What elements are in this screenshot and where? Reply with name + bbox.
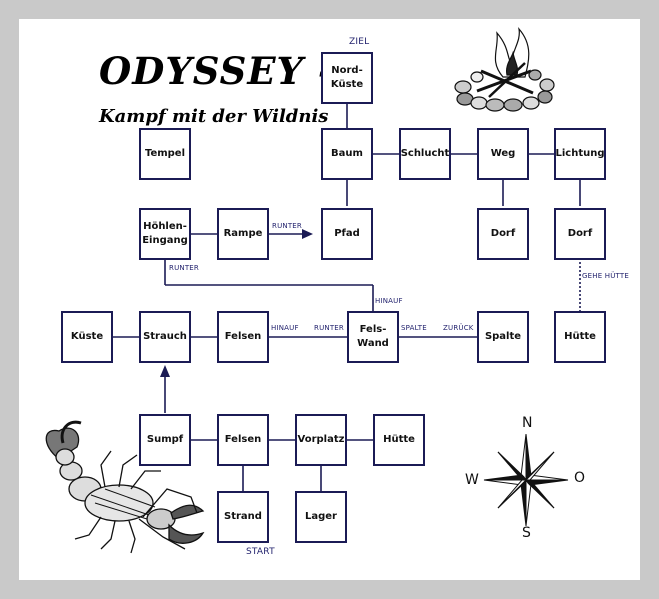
room-label: Hütte <box>383 434 415 445</box>
map-title: ODYSSEY - <box>99 49 335 93</box>
room-label: Pfad <box>334 228 360 239</box>
room-pfad[interactable]: Pfad <box>321 208 373 260</box>
map-sheet: ODYSSEY - Kampf mit der Wildnis Nord-Küs… <box>19 19 640 580</box>
room-label: Lichtung <box>555 148 605 159</box>
edge-label-hinauf-wand: HINAUF <box>375 297 403 305</box>
room-huette-low[interactable]: Hütte <box>373 414 425 466</box>
room-dorf-1[interactable]: Dorf <box>477 208 529 260</box>
room-label: Lager <box>305 511 337 522</box>
room-label: Dorf <box>490 228 516 239</box>
room-baum[interactable]: Baum <box>321 128 373 180</box>
room-felsen-low[interactable]: Felsen <box>217 414 269 466</box>
compass-west-label: W <box>465 472 479 488</box>
room-label: Fels-Wand <box>357 324 389 349</box>
room-label: Strauch <box>143 331 187 342</box>
compass-south-label: S <box>522 525 531 541</box>
room-sumpf[interactable]: Sumpf <box>139 414 191 466</box>
arrow-rampe-pfad <box>302 229 313 239</box>
room-label: Strand <box>224 511 262 522</box>
start-label: START <box>246 547 275 557</box>
room-lager[interactable]: Lager <box>295 491 347 543</box>
compass-east-label: O <box>574 470 586 486</box>
room-label: Vorplatz <box>297 434 345 445</box>
room-lichtung[interactable]: Lichtung <box>554 128 606 180</box>
room-label: Felsen <box>224 434 262 445</box>
room-dorf-2[interactable]: Dorf <box>554 208 606 260</box>
room-rampe[interactable]: Rampe <box>217 208 269 260</box>
room-label: Küste <box>70 331 104 342</box>
room-label: Weg <box>490 148 516 159</box>
room-label: Baum <box>331 148 363 159</box>
room-huette-mid[interactable]: Hütte <box>554 311 606 363</box>
edge-label-runter-rampe: RUNTER <box>272 222 302 230</box>
room-label: Felsen <box>224 331 262 342</box>
room-label: Dorf <box>567 228 593 239</box>
room-label: Hütte <box>564 331 596 342</box>
room-felswand[interactable]: Fels-Wand <box>347 311 399 363</box>
room-vorplatz[interactable]: Vorplatz <box>295 414 347 466</box>
room-strauch[interactable]: Strauch <box>139 311 191 363</box>
scorpion-icon <box>45 420 205 554</box>
room-weg[interactable]: Weg <box>477 128 529 180</box>
compass-north-label: N <box>522 415 533 431</box>
room-strand[interactable]: Strand <box>217 491 269 543</box>
edge-label-runter-hoehle: RUNTER <box>169 264 199 272</box>
room-label: Sumpf <box>146 434 184 445</box>
edge-label-zurueck: ZURÜCK <box>443 324 474 332</box>
arrow-sumpf-strauch <box>160 365 170 377</box>
room-hoehleneingang[interactable]: Höhlen-Eingang <box>139 208 191 260</box>
edge-label-hinauf-felsen: HINAUF <box>271 324 299 332</box>
room-kueste[interactable]: Küste <box>61 311 113 363</box>
room-nord-kueste[interactable]: Nord-Küste <box>321 52 373 104</box>
room-tempel[interactable]: Tempel <box>139 128 191 180</box>
room-felsen-mid[interactable]: Felsen <box>217 311 269 363</box>
room-label: Höhlen-Eingang <box>142 221 188 246</box>
connection-lines <box>113 100 581 491</box>
room-label: Rampe <box>223 228 263 239</box>
campfire-icon <box>454 27 555 112</box>
room-label: Tempel <box>144 148 186 159</box>
map-subtitle: Kampf mit der Wildnis <box>99 106 329 127</box>
goal-label: ZIEL <box>349 37 370 47</box>
room-label: Schlucht <box>400 148 450 159</box>
edge-label-runter-wand: RUNTER <box>314 324 344 332</box>
room-schlucht[interactable]: Schlucht <box>399 128 451 180</box>
room-label: Spalte <box>484 331 522 342</box>
compass-rose-icon <box>483 433 569 527</box>
edge-label-gehe-huette: GEHE HÜTTE <box>582 272 629 280</box>
room-spalte[interactable]: Spalte <box>477 311 529 363</box>
map-connections <box>45 27 581 554</box>
edge-label-spalte: SPALTE <box>401 324 427 332</box>
room-label: Nord-Küste <box>330 65 364 90</box>
